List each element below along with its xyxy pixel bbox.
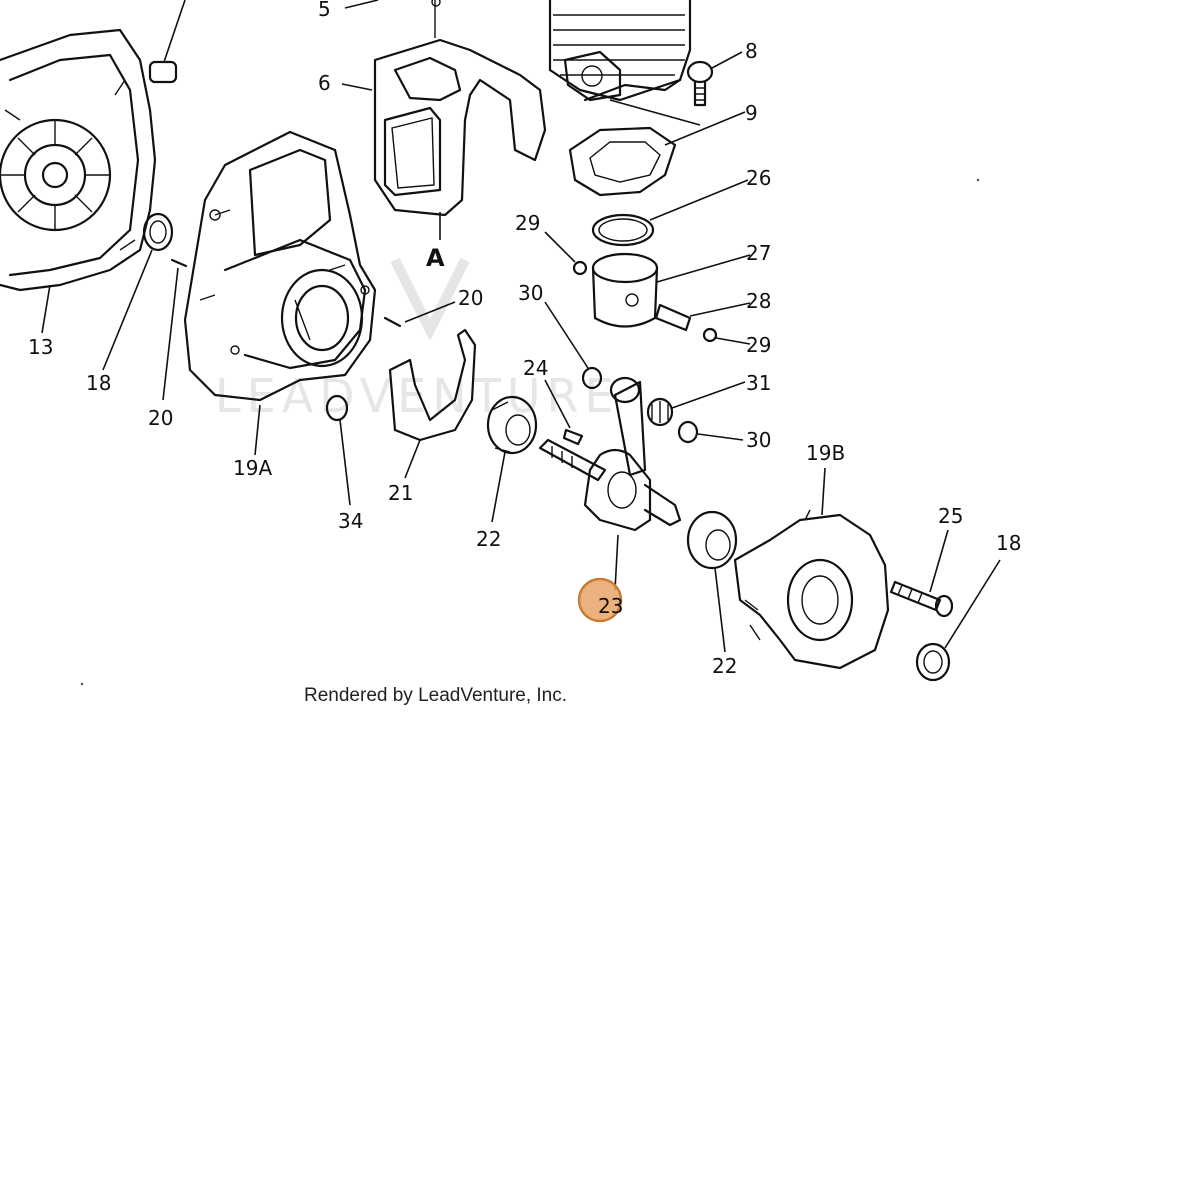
callout-25[interactable]: 25 — [938, 504, 963, 528]
part-25-bolt[interactable] — [889, 529, 954, 618]
part-13-flywheel-housing[interactable] — [0, 28, 157, 292]
part-9-gasket[interactable] — [568, 99, 746, 197]
part-23-crankshaft[interactable] — [538, 376, 682, 591]
part-cap[interactable] — [148, 0, 186, 84]
part-26-piston-ring[interactable] — [591, 179, 749, 247]
callout-13[interactable]: 13 — [28, 335, 53, 359]
watermark: LEADVENTURE — [215, 257, 620, 423]
part-29-clip-a[interactable] — [544, 231, 588, 276]
watermark-text: LEADVENTURE — [215, 369, 620, 423]
part-34-bushing[interactable] — [325, 394, 351, 506]
callout-labels: 5 6 8 9 26 29 27 30 28 29 A 20 13 18 20 … — [28, 0, 1021, 678]
callout-19A[interactable]: 19A — [233, 456, 272, 480]
callout-23[interactable]: 23 — [598, 594, 623, 618]
part-31-needle-bearing[interactable] — [646, 381, 746, 427]
part-27-piston[interactable] — [591, 252, 751, 328]
part-22-bearing-a[interactable] — [486, 395, 538, 523]
part-30-washer-b[interactable] — [677, 420, 744, 444]
callout-24[interactable]: 24 — [523, 356, 548, 380]
callout-6[interactable]: 6 — [318, 71, 331, 95]
callout-8[interactable]: 8 — [745, 39, 758, 63]
part-18-seal-a[interactable] — [102, 212, 174, 371]
part-20-dowel-a[interactable] — [383, 301, 456, 328]
part-cylinder[interactable] — [548, 0, 692, 102]
callout-19B[interactable]: 19B — [806, 441, 845, 465]
part-22-bearing-b[interactable] — [686, 510, 738, 653]
leader-19A — [254, 404, 261, 456]
callout-27[interactable]: 27 — [746, 241, 771, 265]
callout-22a[interactable]: 22 — [476, 527, 501, 551]
callout-20a[interactable]: 20 — [458, 286, 483, 310]
callout-30a[interactable]: 30 — [518, 281, 543, 305]
part-30-washer-a[interactable] — [544, 301, 603, 390]
callout-31[interactable]: 31 — [746, 371, 771, 395]
credit-text: Rendered by LeadVenture, Inc. — [304, 685, 567, 706]
callout-18a[interactable]: 18 — [86, 371, 111, 395]
callout-21[interactable]: 21 — [388, 481, 413, 505]
part-18-seal-b[interactable] — [915, 559, 1001, 682]
part-19A-crankcase-left[interactable] — [183, 130, 377, 402]
callout-18b[interactable]: 18 — [996, 531, 1021, 555]
part-28-piston-pin[interactable] — [654, 302, 751, 332]
callout-26[interactable]: 26 — [746, 166, 771, 190]
callout-29a[interactable]: 29 — [515, 211, 540, 235]
part-21-crankcase-gasket[interactable] — [388, 328, 477, 479]
callout-5[interactable]: 5 — [318, 0, 331, 21]
callout-9[interactable]: 9 — [745, 101, 758, 125]
part-24-key[interactable] — [544, 379, 584, 446]
part-8-bolt[interactable] — [686, 51, 743, 107]
callout-29b[interactable]: 29 — [746, 333, 771, 357]
callout-34[interactable]: 34 — [338, 509, 363, 533]
leader-13 — [41, 284, 51, 334]
part-5-screw[interactable] — [344, 0, 441, 38]
speck — [80, 682, 84, 686]
callout-30b[interactable]: 30 — [746, 428, 771, 452]
callout-28[interactable]: 28 — [746, 289, 771, 313]
callout-20b[interactable]: 20 — [148, 406, 173, 430]
speck — [976, 178, 980, 182]
callout-A[interactable]: A — [426, 244, 445, 272]
part-6-shroud[interactable] — [341, 38, 547, 217]
part-29-clip-b[interactable] — [702, 327, 751, 345]
part-20-dowel-b[interactable] — [162, 258, 188, 401]
part-19B-crankcase-right[interactable] — [733, 467, 890, 670]
highlight-marker[interactable] — [577, 577, 623, 623]
callout-22b[interactable]: 22 — [712, 654, 737, 678]
